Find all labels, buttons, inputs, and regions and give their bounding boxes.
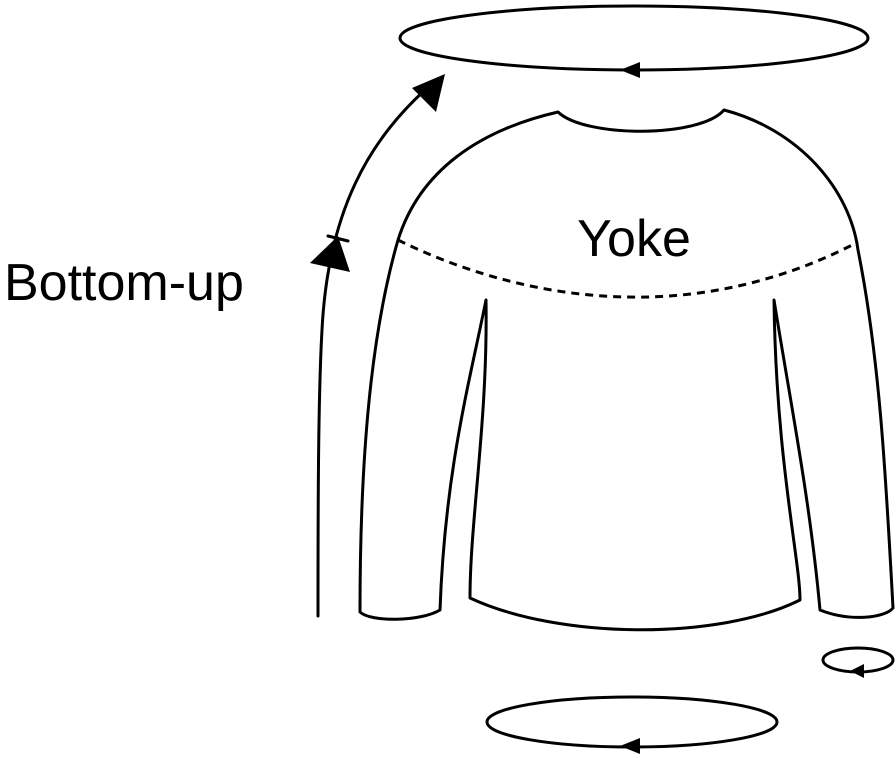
yoke-dashed-line [397,238,859,299]
yoke-label: Yoke [577,210,691,268]
neck-round-arrowhead [620,62,640,78]
hem-round-arrowhead [620,738,640,754]
bottom-up-arrow-curve [316,88,427,618]
cuff-round-arrowhead [850,664,864,678]
neck-round-ellipse [398,4,870,72]
bottom-up-arrow [310,74,445,618]
bottom-up-arrow-tick [326,234,350,243]
neck-round [398,4,870,78]
hem-round-ellipse [485,695,779,749]
hem-round [485,695,779,754]
cuff-round [821,646,895,678]
sweater-outline [358,108,895,632]
bottom-up-arrow-midhead [310,236,350,272]
bottom-up-arrow-head [412,74,445,112]
bottom-up-label: Bottom-up [4,254,244,312]
